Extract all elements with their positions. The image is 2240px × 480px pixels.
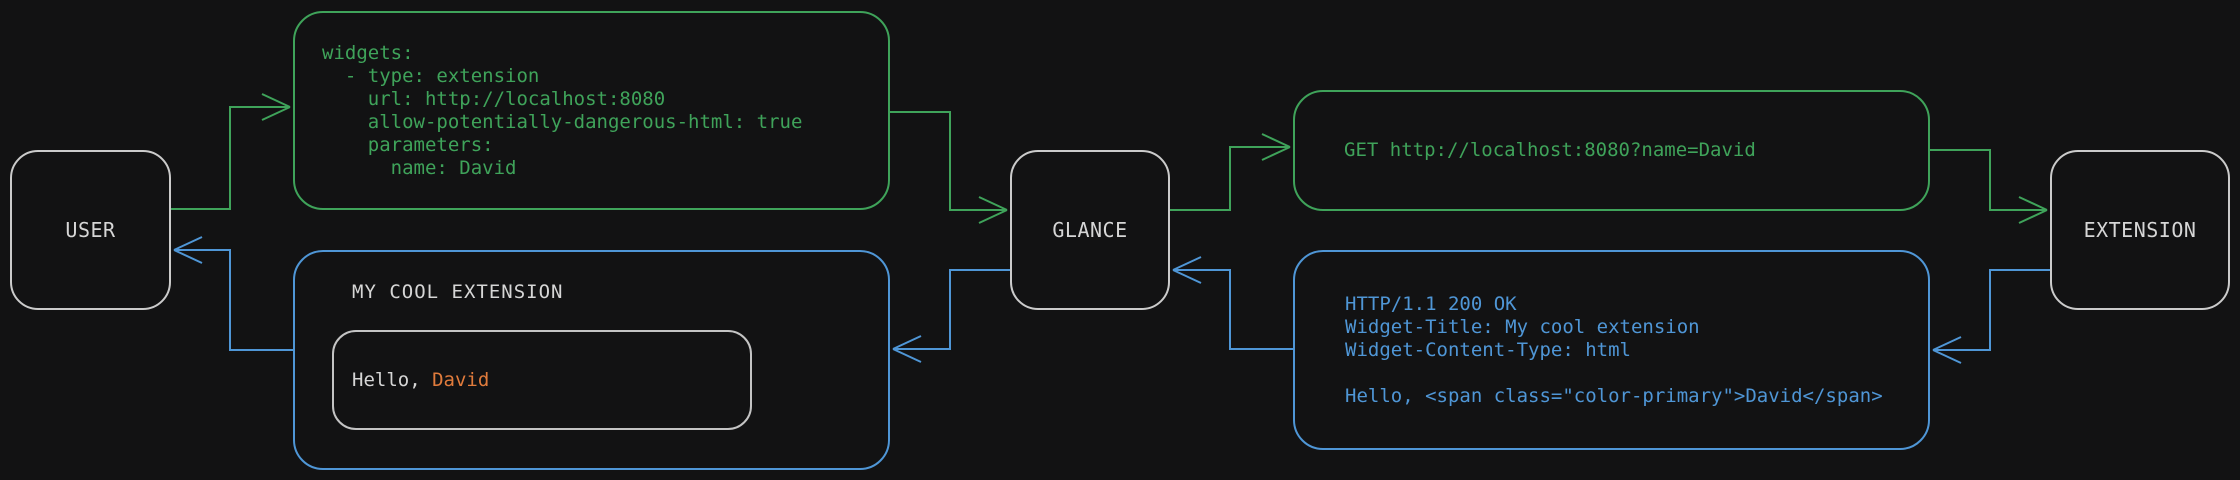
http-request-code: GET http://localhost:8080?name=David [1344, 139, 1756, 161]
node-extension-label: EXTENSION [2083, 218, 2197, 242]
edge-widget-to-user [173, 236, 293, 351]
greeting-prefix: Hello, [352, 369, 433, 391]
config-yaml-box: widgets: - type: extension url: http://l… [293, 11, 890, 210]
edge-response-to-glance [1172, 256, 1293, 350]
node-user-label: USER [65, 218, 116, 242]
http-response-code: HTTP/1.1 200 OK Widget-Title: My cool ex… [1345, 292, 1883, 407]
config-yaml-code: widgets: - type: extension url: http://l… [322, 41, 803, 179]
edge-extension-to-response [1932, 269, 2050, 364]
widget-greeting: Hello, David [334, 369, 489, 391]
greeting-name: David [432, 369, 490, 391]
node-glance: GLANCE [1010, 150, 1170, 310]
node-extension: EXTENSION [2050, 150, 2230, 310]
http-request-box: GET http://localhost:8080?name=David [1293, 90, 1930, 211]
edge-request-to-extension [1930, 149, 2048, 224]
widget-content-frame: Hello, David [332, 330, 752, 430]
http-response-box: HTTP/1.1 200 OK Widget-Title: My cool ex… [1293, 250, 1930, 450]
widget-title: MY COOL EXTENSION [352, 281, 564, 303]
edge-config-to-glance [890, 111, 1008, 224]
widget-preview-box: MY COOL EXTENSION Hello, David [293, 250, 890, 470]
node-glance-label: GLANCE [1052, 218, 1128, 242]
edge-user-to-config [171, 93, 291, 210]
node-user: USER [10, 150, 171, 310]
edge-glance-to-widget [892, 269, 1010, 363]
edge-glance-to-request [1170, 133, 1291, 211]
